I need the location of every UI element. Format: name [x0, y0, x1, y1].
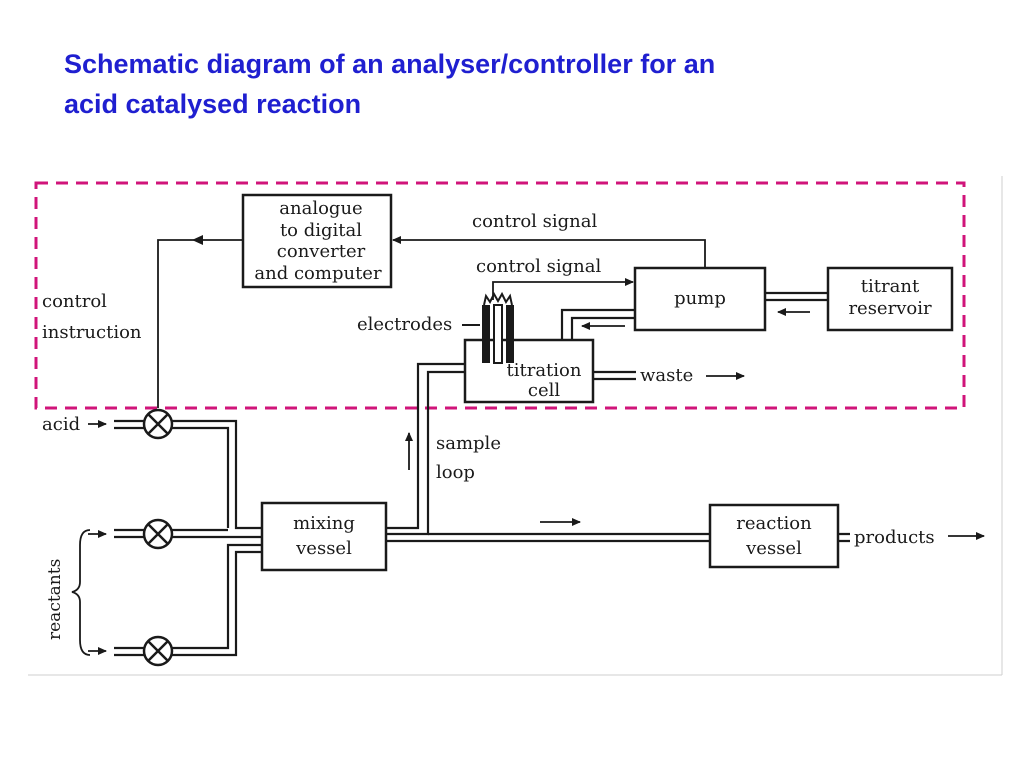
- titrant-to-pump-pipe: [765, 291, 828, 302]
- acid-out-pipe: [172, 419, 262, 530]
- control-instruction-label-2: instruction: [42, 322, 142, 343]
- adc-label-1: analogue: [279, 198, 362, 219]
- mixing-label-2: vessel: [295, 538, 352, 559]
- adc-label-2: to digital: [280, 220, 362, 241]
- products-label: products: [854, 527, 935, 548]
- reaction-vessel-box: [708, 503, 840, 569]
- electrodes-icon: [482, 291, 514, 364]
- title-line-1: Schematic diagram of an analyser/control…: [64, 49, 716, 79]
- sample-loop-pipe: [386, 362, 465, 536]
- reaction-out-pipe: [838, 532, 850, 543]
- reactant-1-in-pipe: [114, 528, 144, 539]
- control-instruction-label-1: control: [42, 291, 107, 312]
- pump-to-cell-pipe: [560, 308, 635, 340]
- highlight-region: [34, 181, 966, 410]
- reactant-2-out-pipe: [172, 543, 262, 657]
- adc-box: [241, 193, 393, 289]
- reaction-label-1: reaction: [736, 513, 812, 534]
- electrodes-label: electrodes: [357, 314, 452, 335]
- acid-label: acid: [42, 414, 80, 435]
- adc-label-4: and computer: [254, 263, 382, 284]
- reactant-2-in-pipe: [114, 646, 144, 657]
- reactants-label: reactants: [45, 559, 65, 640]
- reactant-1-out-pipe: [172, 528, 262, 539]
- control-instruction-arrow: [192, 235, 203, 245]
- titrant-label-1: titrant: [861, 276, 920, 297]
- control-instruction-wire: [157, 239, 243, 408]
- page-title: Schematic diagram of an analyser/control…: [64, 44, 964, 124]
- mixing-to-reaction-pipe: [386, 532, 710, 543]
- mixing-label-1: mixing: [293, 513, 355, 534]
- control-signal-top-wire: [392, 236, 706, 268]
- titrant-reservoir-box: [826, 266, 954, 332]
- reaction-label-2: vessel: [745, 538, 802, 559]
- acid-in-pipe: [114, 419, 144, 430]
- titration-cell-label-2: cell: [528, 380, 560, 401]
- acid-valve-icon: [142, 408, 174, 440]
- waste-pipe: [593, 370, 636, 381]
- control-signal-mid-label: control signal: [476, 256, 602, 277]
- reactants-brace: [71, 529, 91, 656]
- control-signal-mid-wire: [492, 278, 634, 300]
- titration-cell-label-1: titration: [507, 360, 582, 381]
- adc-label-3: converter: [277, 241, 366, 262]
- sample-loop-label-2: loop: [436, 462, 475, 483]
- control-signal-top-label: control signal: [472, 211, 598, 232]
- reactant-1-valve-icon: [142, 518, 174, 550]
- title-line-2: acid catalysed reaction: [64, 89, 362, 119]
- mixing-vessel-box: [260, 501, 388, 572]
- waste-label: waste: [640, 365, 693, 386]
- sample-loop-label-1: sample: [436, 433, 501, 454]
- pump-label: pump: [674, 288, 726, 309]
- reactant-2-valve-icon: [142, 635, 174, 667]
- titrant-label-2: reservoir: [848, 298, 932, 319]
